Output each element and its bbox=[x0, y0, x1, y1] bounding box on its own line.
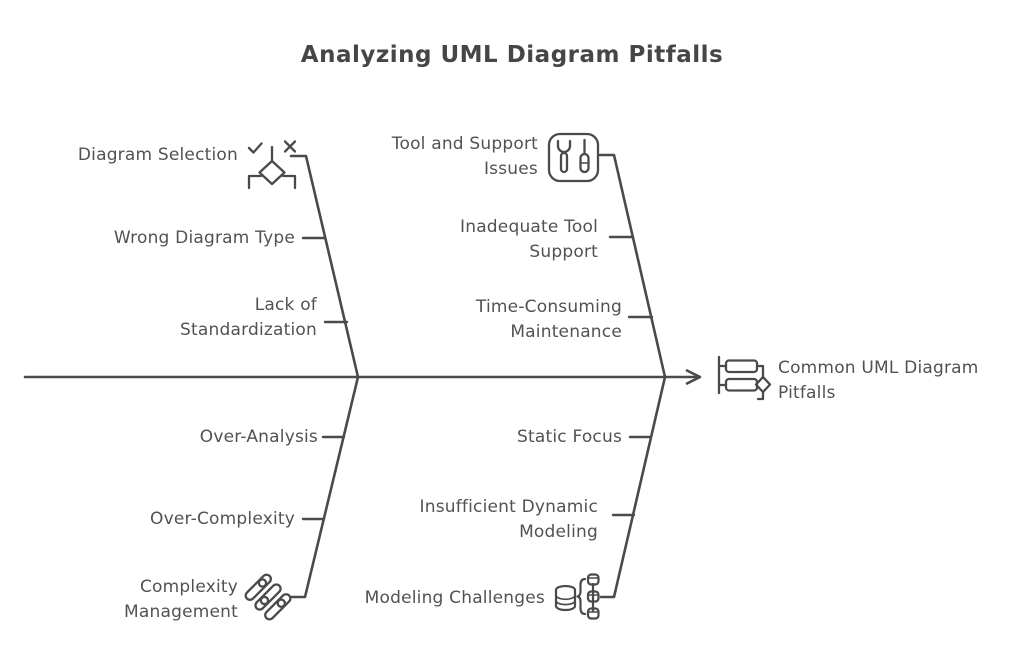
x-glyph bbox=[283, 140, 297, 153]
arrow-head-icon bbox=[685, 369, 702, 385]
branch-label-complexity-management: Complexity Management bbox=[124, 577, 238, 622]
cause-label-wrong-diagram-type: Wrong Diagram Type bbox=[113, 228, 295, 248]
wrench-handle bbox=[559, 151, 569, 174]
bone-top-left bbox=[289, 154, 360, 379]
cause-label-lack-of-standardization: Lack of Standardization bbox=[180, 295, 317, 340]
diagram-title: Analyzing UML Diagram Pitfalls bbox=[300, 42, 724, 68]
bone-bottom-left bbox=[290, 375, 360, 599]
flowchart-icon bbox=[717, 355, 772, 401]
decision-check-x-icon bbox=[247, 140, 297, 190]
head-label-common-uml-diagram-pitfalls: Common UML Diagram Pitfalls bbox=[778, 358, 979, 403]
branch-label-diagram-selection: Diagram Selection bbox=[77, 145, 238, 165]
branch-bones bbox=[289, 153, 667, 599]
cause-label-insufficient-dynamic-modeling: Insufficient Dynamic Modeling bbox=[419, 497, 598, 542]
cause-label-over-analysis: Over-Analysis bbox=[199, 427, 318, 447]
wrench-screwdriver-icon bbox=[547, 132, 600, 183]
cause-label-time-consuming-maintenance: Time-Consuming Maintenance bbox=[475, 297, 622, 342]
branch-label-modeling-challenges: Modeling Challenges bbox=[364, 588, 545, 608]
cause-ticks bbox=[301, 235, 654, 521]
cause-label-static-focus: Static Focus bbox=[517, 427, 622, 447]
wrench-glyph bbox=[556, 139, 572, 154]
cause-label-inadequate-tool-support: Inadequate Tool Support bbox=[460, 217, 598, 262]
spine-line bbox=[23, 369, 702, 385]
check-glyph bbox=[247, 142, 263, 154]
database-schema-icon bbox=[554, 573, 600, 620]
branch-label-tool-and-support-issues: Tool and Support Issues bbox=[391, 134, 538, 179]
bone-top-right bbox=[598, 153, 667, 379]
sliders-icon bbox=[244, 573, 292, 621]
brace-glyph bbox=[576, 577, 587, 616]
bone-bottom-right bbox=[599, 375, 667, 599]
cause-label-over-complexity: Over-Complexity bbox=[150, 509, 295, 529]
